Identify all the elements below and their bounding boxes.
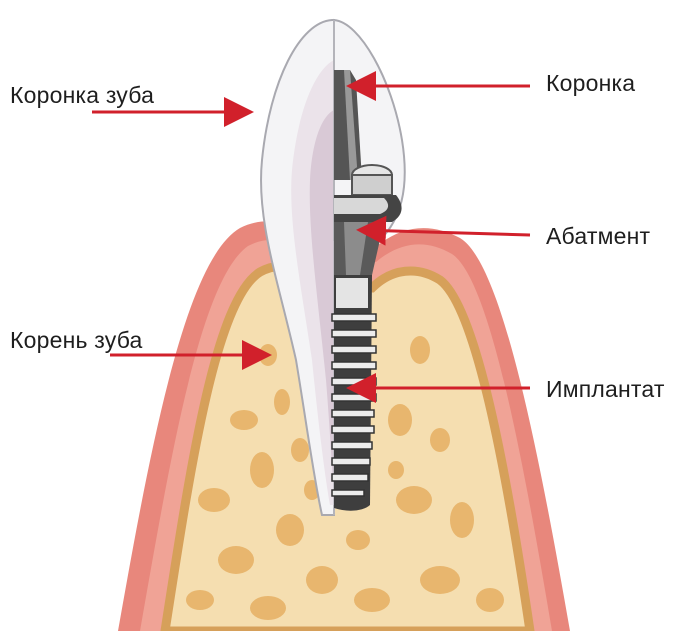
label-tooth-root: Корень зуба [10, 327, 143, 354]
implant-body [332, 275, 376, 511]
label-tooth-crown: Коронка зуба [10, 82, 154, 109]
label-abutment: Абатмент [546, 223, 650, 250]
label-crown: Коронка [546, 70, 635, 97]
label-implant: Имплантат [546, 376, 665, 403]
